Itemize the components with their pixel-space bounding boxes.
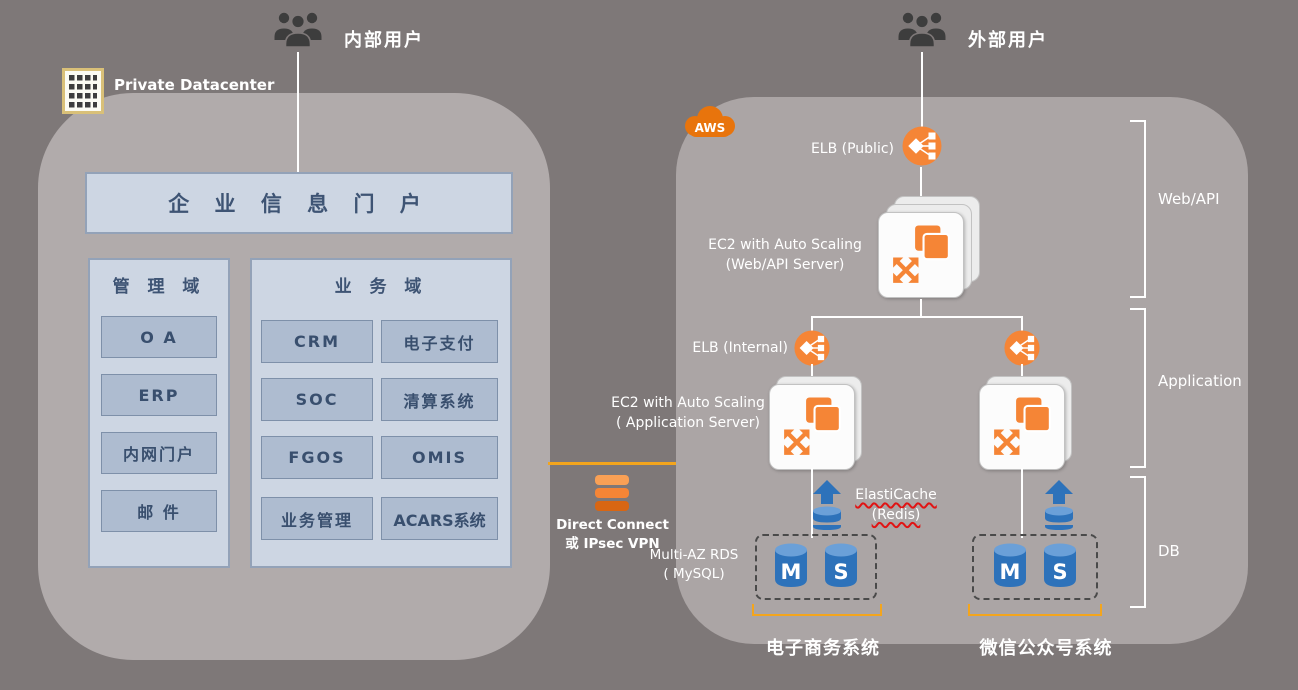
elasticache-label-line2: (Redis) [871, 506, 921, 523]
line-split-right [1021, 316, 1023, 332]
system-box-acars: ACARS系统 [381, 497, 498, 540]
line-elbint-left-to-app [811, 364, 813, 384]
line-elbint-right-to-app [1021, 364, 1023, 384]
tier-label-db: DB [1158, 542, 1180, 560]
system-right-label: 微信公众号系统 [979, 638, 1113, 659]
datacenter-building-icon [62, 68, 104, 118]
elb-internal-label: ELB (Internal) [692, 340, 788, 356]
rds-master-icon: M [993, 542, 1027, 592]
rds-slave-letter: S [833, 560, 848, 584]
system-box-soc: SOC [261, 378, 373, 421]
ec2-web-label-line1: EC2 with Auto Scaling [708, 237, 862, 253]
elasticache-right-icon [1040, 480, 1078, 534]
elb-internal-left-icon [794, 330, 830, 370]
external-users-label: 外部用户 [968, 30, 1048, 51]
aws-logo-text: AWS [695, 121, 726, 135]
rds-slave-icon: S [1043, 542, 1077, 592]
rds-label: Multi-AZ RDS ( MySQL) [636, 546, 752, 584]
system-box-clearing: 清算系统 [381, 378, 498, 421]
line-split-left [811, 316, 813, 332]
system-box-epay: 电子支付 [381, 320, 498, 363]
direct-connect-label-line1: Direct Connect [556, 517, 669, 533]
ec2-web-label-line2: (Web/API Server) [725, 256, 845, 273]
tier-bracket-db [1130, 476, 1146, 608]
tier-label-application: Application [1158, 372, 1242, 390]
enterprise-portal-label: 企 业 信 息 门 户 [168, 192, 430, 216]
ec2-web-label: EC2 with Auto Scaling (Web/API Server) [700, 236, 870, 275]
system-box-omis: OMIS [381, 436, 498, 479]
tier-bracket-web [1130, 120, 1146, 298]
rds-slave-icon: S [824, 542, 858, 592]
enterprise-portal-box: 企 业 信 息 门 户 [85, 172, 513, 234]
line-app-left-to-rds [811, 468, 813, 538]
elasticache-label: ElastiCache (Redis) [848, 486, 944, 525]
tier-label-web: Web/API [1158, 190, 1220, 208]
rds-multiaz-group-left: M S [755, 534, 877, 600]
rds-label-line2: ( MySQL) [663, 565, 725, 582]
direct-connect-label-line2: 或 IPsec VPN [565, 535, 660, 552]
system-box-erp: ERP [101, 374, 217, 416]
line-internal-users-to-portal [297, 52, 299, 172]
direct-connect-icon [590, 474, 634, 518]
tier-bracket-application [1130, 308, 1146, 468]
rds-slave-letter: S [1052, 560, 1067, 584]
elasticache-label-line1: ElastiCache [855, 487, 937, 503]
ec2-app-label-line2: ( Application Server) [616, 414, 760, 431]
elb-public-icon [902, 126, 942, 170]
direct-connect-line [548, 462, 676, 465]
ec2-web-autoscaling-icon [878, 212, 964, 298]
system-box-crm: CRM [261, 320, 373, 363]
system-left-bracket [752, 604, 882, 616]
system-box-mail: 邮 件 [101, 490, 217, 532]
rds-master-letter: M [781, 560, 802, 584]
management-domain-title: 管 理 域 [112, 277, 206, 297]
ec2-app-label: EC2 with Auto Scaling ( Application Serv… [608, 394, 768, 433]
ec2-app-label-line1: EC2 with Auto Scaling [611, 395, 765, 411]
rds-master-icon: M [774, 542, 808, 592]
elasticache-left-icon [808, 480, 846, 534]
line-app-right-to-rds [1021, 468, 1023, 538]
system-box-intranet-portal: 内网门户 [101, 432, 217, 474]
rds-master-letter: M [1000, 560, 1021, 584]
line-split-horizontal [811, 316, 1023, 318]
line-ec2web-down [920, 299, 922, 317]
datacenter-title: Private Datacenter [114, 76, 275, 94]
line-elb-public-to-ec2web [920, 167, 922, 212]
system-box-business-mgmt: 业务管理 [261, 497, 373, 540]
elb-internal-right-icon [1004, 330, 1040, 370]
system-box-oa: O A [101, 316, 217, 358]
system-left-label: 电子商务系统 [766, 638, 880, 659]
rds-multiaz-group-right: M S [972, 534, 1098, 600]
rds-label-line1: Multi-AZ RDS [649, 547, 739, 563]
ec2-app-right-autoscaling-icon [979, 384, 1065, 470]
ec2-app-left-autoscaling-icon [769, 384, 855, 470]
external-users-icon [896, 8, 948, 56]
direct-connect-label: Direct Connect 或 IPsec VPN [545, 516, 680, 554]
aws-zone [676, 97, 1248, 644]
aws-cloud-logo: AWS [680, 104, 740, 144]
internal-users-icon [272, 8, 324, 56]
elb-public-label: ELB (Public) [810, 141, 894, 157]
business-domain-title: 业 务 域 [334, 277, 428, 297]
line-external-users-to-elb [921, 52, 923, 130]
system-right-bracket [968, 604, 1102, 616]
internal-users-label: 内部用户 [344, 30, 424, 51]
system-box-fgos: FGOS [261, 436, 373, 479]
